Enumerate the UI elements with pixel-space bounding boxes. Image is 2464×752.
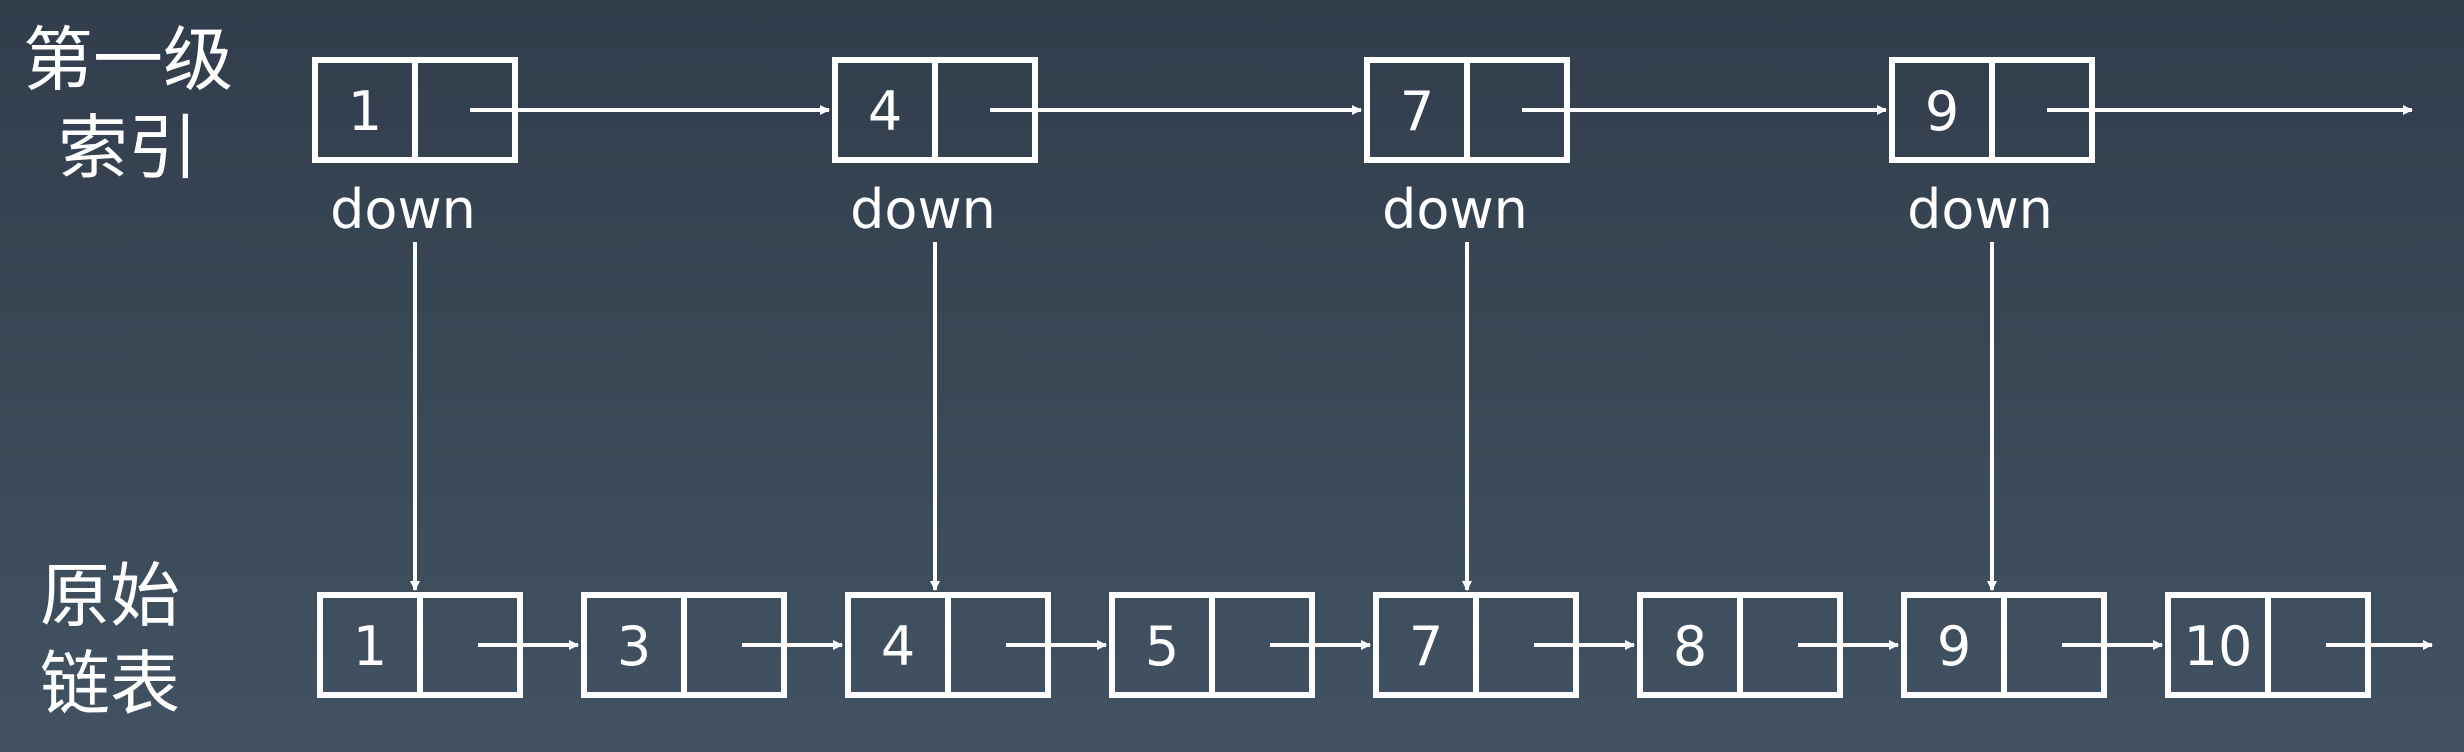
index-level-group: 1 down 4 down 7 down 9 down <box>312 57 2413 591</box>
node-value: 8 <box>1673 615 1707 678</box>
index-level-label: 第一级 索引 <box>8 16 248 192</box>
down-label: down <box>330 178 476 241</box>
down-label: down <box>1382 178 1528 241</box>
index-level-label-line1: 第一级 <box>23 19 233 101</box>
down-label: down <box>1907 178 2053 241</box>
raw-list-group: 1 3 4 5 7 8 9 10 <box>317 592 2433 698</box>
raw-node-7: 7 <box>1373 592 1579 698</box>
raw-list-label-line2: 链表 <box>40 643 180 725</box>
index-level-label-line2: 索引 <box>58 107 198 189</box>
raw-list-label: 原始 链表 <box>0 552 220 728</box>
down-label: down <box>850 178 996 241</box>
raw-node-1: 1 <box>317 592 523 698</box>
node-value: 4 <box>881 615 915 678</box>
node-value: 9 <box>1937 615 1971 678</box>
node-value: 3 <box>617 615 651 678</box>
index-node-4: 4 <box>832 57 1038 163</box>
node-value: 4 <box>868 80 902 143</box>
node-value: 9 <box>1925 80 1959 143</box>
node-value: 1 <box>353 615 387 678</box>
node-value: 1 <box>348 80 382 143</box>
node-value: 10 <box>2184 615 2253 678</box>
node-value: 7 <box>1409 615 1443 678</box>
raw-node-10: 10 <box>2165 592 2371 698</box>
node-value: 5 <box>1145 615 1179 678</box>
node-value: 7 <box>1400 80 1434 143</box>
raw-list-label-line1: 原始 <box>40 555 180 637</box>
